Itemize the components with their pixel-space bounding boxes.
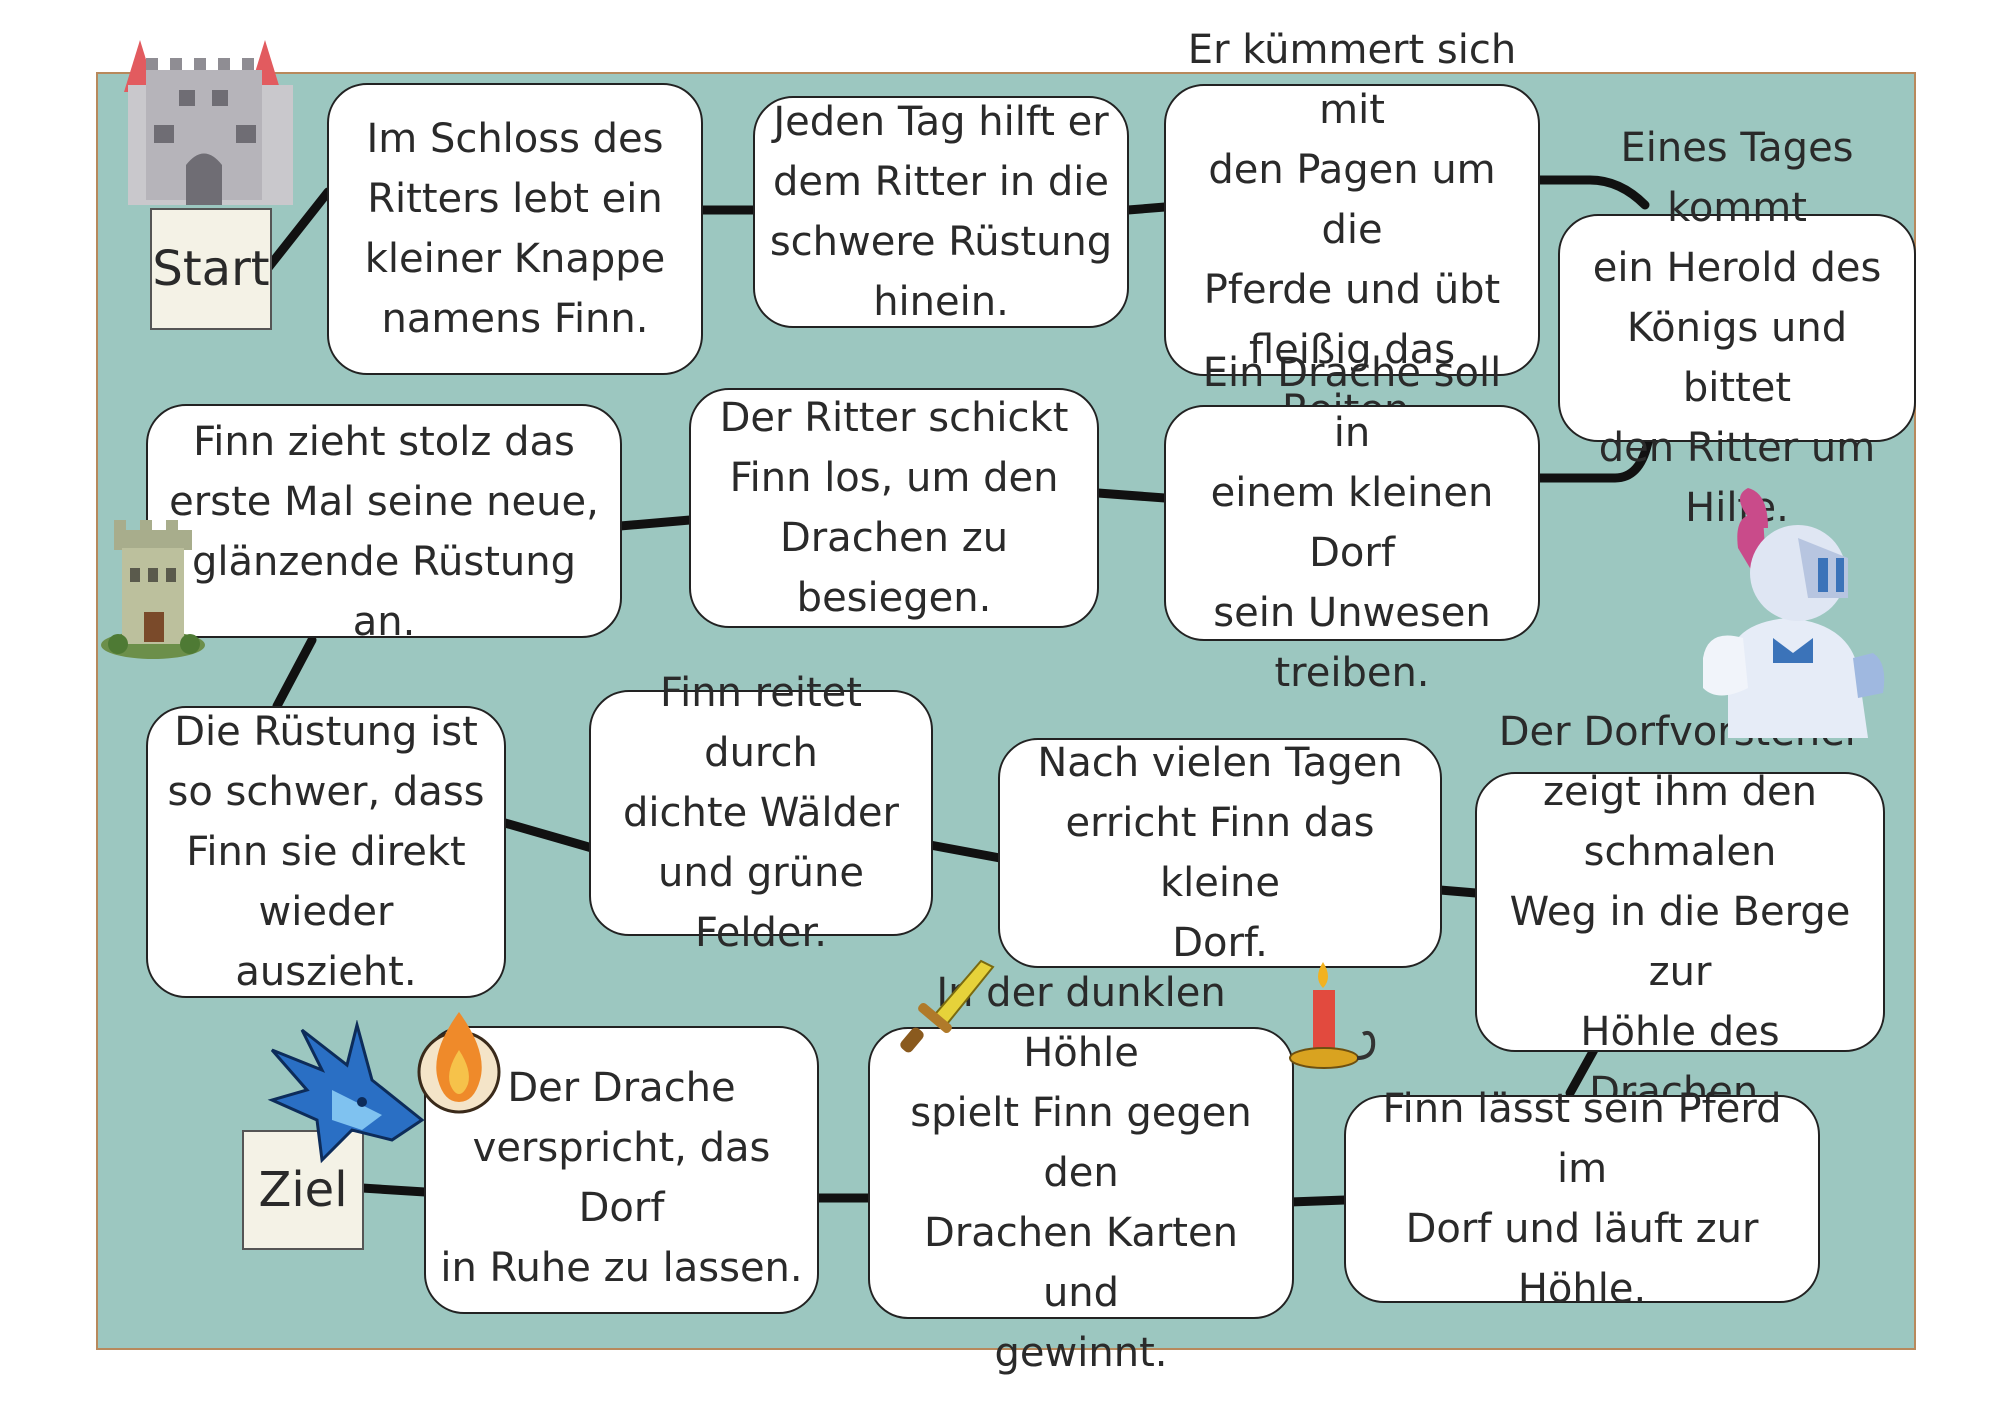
board-field-7: Finn zieht stolz das erste Mal seine neu…	[146, 404, 622, 645]
board-field-11: Der Dorfvorsteher zeigt ihm den schmalen…	[1475, 709, 1885, 1115]
board-field-14: Der Drache verspricht, das Dorf in Ruhe …	[424, 1026, 819, 1314]
board-field-2: Jeden Tag hilft er dem Ritter in die sch…	[753, 96, 1129, 328]
board-field-1: Im Schloss des Ritters lebt ein kleiner …	[327, 83, 703, 375]
dragon-icon	[262, 1020, 432, 1170]
board-field-9: Finn reitet durch dichte Wälder und grün…	[589, 670, 933, 956]
tower-icon	[100, 520, 206, 660]
board-field-13: In der dunklen Höhle spielt Finn gegen d…	[868, 970, 1294, 1376]
board-field-3: Er kümmert sich mit den Pagen um die Pfe…	[1164, 27, 1540, 433]
goal-label: Ziel	[242, 1130, 364, 1250]
board-field-12: Finn lässt sein Pferd im Dorf und läuft …	[1344, 1086, 1820, 1312]
board-field-10: Nach vielen Tagen erricht Finn das klein…	[998, 738, 1442, 968]
fire-icon	[416, 1006, 502, 1116]
board-field-5: Ein Drache soll in einem kleinen Dorf se…	[1164, 350, 1540, 696]
board-field-6: Der Ritter schickt Finn los, um den Drac…	[689, 388, 1099, 628]
castle-icon	[124, 30, 296, 205]
candle-icon	[1285, 960, 1385, 1075]
board-field-8: Die Rüstung ist so schwer, dass Finn sie…	[146, 706, 506, 998]
knight-icon	[1688, 488, 1900, 740]
start-label: Start	[150, 208, 272, 330]
sword-icon	[893, 957, 999, 1057]
board-field-4: Eines Tages kommt ein Herold des Königs …	[1558, 125, 1916, 531]
